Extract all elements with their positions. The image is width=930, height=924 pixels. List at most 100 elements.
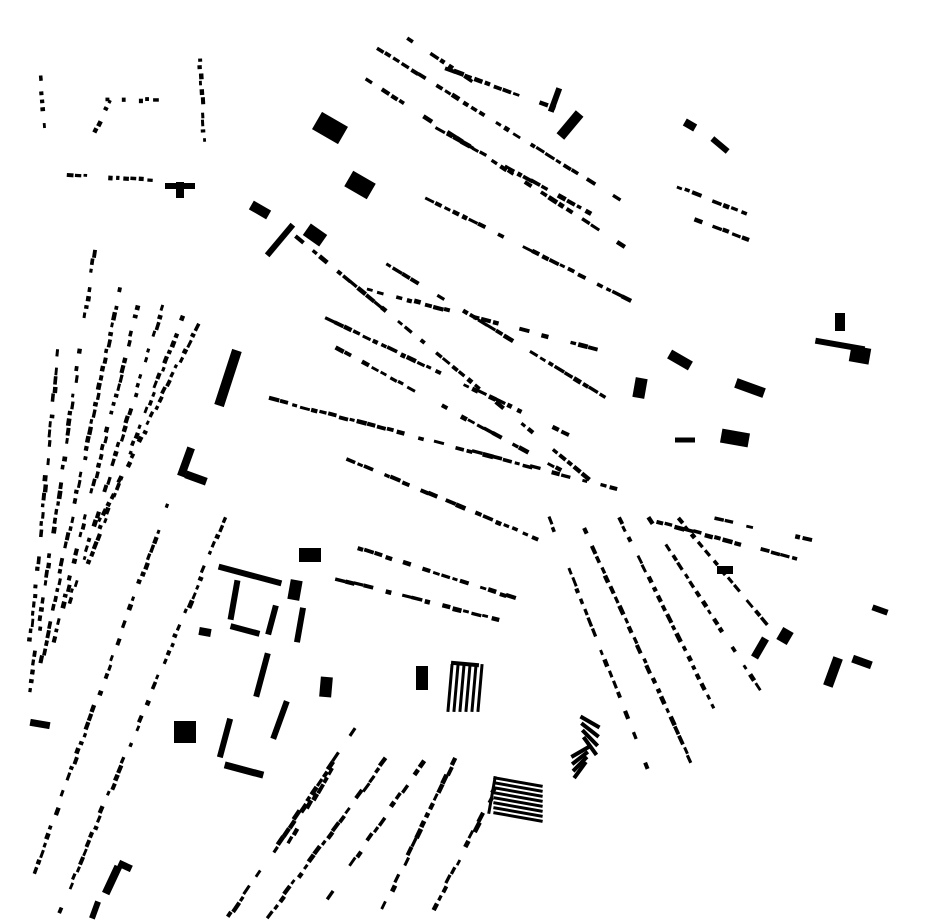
building [511, 442, 520, 449]
building [433, 439, 445, 446]
building [384, 554, 393, 562]
building [491, 454, 503, 461]
building [92, 249, 98, 259]
building [57, 906, 64, 914]
building [560, 429, 570, 437]
building [97, 516, 102, 523]
building [760, 546, 770, 554]
building [642, 657, 648, 664]
building [198, 58, 203, 62]
building [441, 885, 449, 894]
building [502, 457, 513, 464]
building [197, 575, 204, 582]
building [95, 382, 102, 391]
building [152, 536, 159, 545]
building [467, 418, 476, 425]
building [291, 809, 302, 821]
building [497, 232, 505, 239]
building [505, 592, 517, 601]
building [66, 172, 74, 178]
building [372, 826, 380, 834]
building [493, 776, 543, 788]
building [136, 435, 144, 443]
building [43, 580, 48, 586]
building [110, 322, 114, 328]
building [319, 676, 333, 698]
building [356, 418, 368, 426]
building [570, 750, 590, 766]
building [671, 554, 679, 562]
building [482, 426, 494, 435]
building [363, 583, 374, 590]
building [83, 173, 88, 177]
building [273, 904, 280, 911]
building [452, 576, 458, 582]
building [327, 767, 334, 776]
building [33, 584, 38, 589]
building [88, 831, 95, 839]
building [86, 537, 92, 543]
building [371, 338, 379, 345]
building [389, 376, 398, 383]
building [490, 158, 498, 166]
building [78, 740, 84, 746]
building [324, 316, 336, 324]
building [373, 550, 383, 558]
building [318, 254, 329, 265]
building [40, 107, 46, 112]
building [130, 176, 137, 181]
building [571, 755, 589, 773]
building [487, 776, 497, 814]
building [397, 319, 404, 326]
building [791, 555, 798, 561]
building [504, 164, 516, 173]
building [253, 652, 271, 698]
building [706, 609, 712, 615]
building [316, 783, 325, 795]
building [417, 72, 427, 80]
building [493, 84, 503, 92]
building [152, 380, 158, 389]
building [377, 816, 387, 827]
building [52, 386, 58, 394]
building [779, 552, 790, 559]
building [477, 221, 487, 230]
building [751, 636, 769, 660]
building [325, 889, 335, 901]
building [717, 566, 733, 574]
building [617, 604, 626, 616]
building [664, 521, 673, 527]
building [186, 339, 193, 349]
building [119, 756, 126, 764]
building [503, 125, 511, 133]
building [59, 789, 65, 797]
building [38, 75, 43, 81]
building [431, 902, 440, 912]
building [352, 329, 361, 336]
building [502, 333, 515, 344]
building [379, 370, 388, 377]
building [459, 139, 472, 149]
building [425, 364, 432, 370]
building [675, 437, 695, 443]
building [590, 627, 598, 638]
building [558, 453, 567, 462]
building [42, 648, 48, 656]
building [229, 623, 261, 637]
building [470, 105, 478, 113]
building [612, 193, 622, 202]
building [493, 806, 543, 818]
building [282, 884, 292, 896]
building [651, 586, 658, 593]
building [731, 232, 742, 239]
building [98, 374, 104, 381]
building [402, 559, 412, 567]
building [694, 673, 702, 681]
building [754, 682, 762, 692]
building [310, 407, 318, 414]
building [70, 516, 75, 524]
building [281, 827, 291, 838]
building [374, 767, 381, 774]
building [476, 663, 484, 713]
building [417, 759, 427, 769]
